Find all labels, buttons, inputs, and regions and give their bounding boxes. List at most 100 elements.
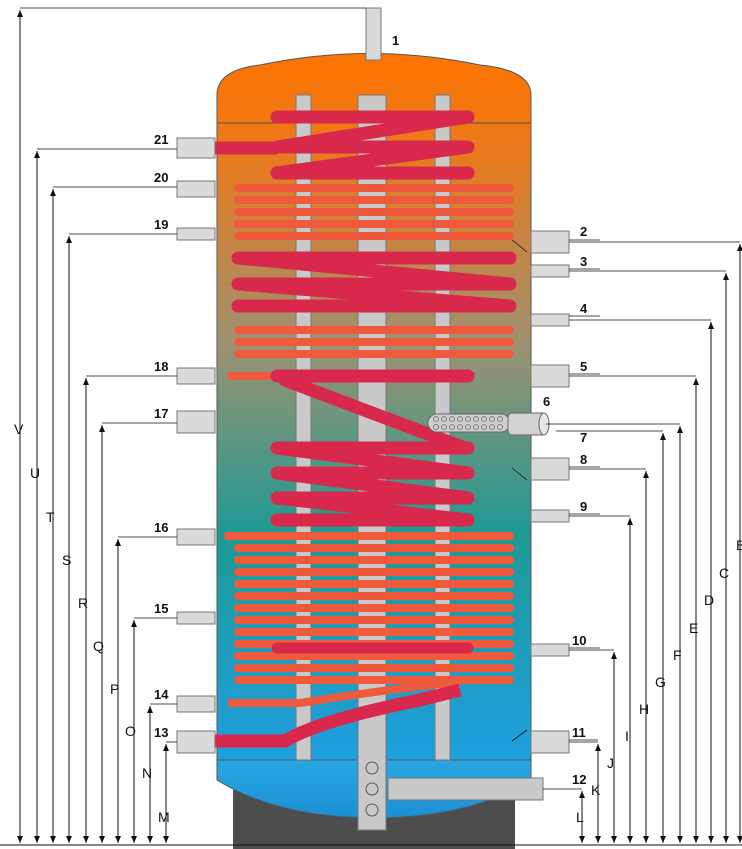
arrowhead-down [693,836,699,843]
drain-hole-3 [365,803,379,817]
label-nozzle-7: 7 [580,430,587,445]
arrowhead-up [163,744,169,751]
arrowhead-up [677,426,683,433]
coil-diagonal [270,369,475,455]
mid-light-coil-band [234,326,514,358]
label-nozzle-13: 13 [154,725,168,740]
label-nozzle-15: 15 [154,601,168,616]
arrowhead-up [595,744,601,751]
label-nozzle-20: 20 [154,170,168,185]
dim-label-B: B [736,537,742,553]
arrowhead-up [708,322,714,329]
dim-label-C: C [719,565,729,581]
nozzle-3 [530,264,570,278]
lower-heat-exchanger-coil [270,441,475,527]
coil-connection-14 [228,678,461,707]
nozzle-21 [176,137,216,159]
arrowhead-down [131,836,137,843]
nozzle-1-top [365,7,382,61]
nozzle-4 [530,313,570,327]
dim-label-V: V [14,421,24,437]
drain-hole-2 [365,782,379,796]
dimension-arrows [0,10,742,846]
lower-light-coil-band [224,532,514,684]
dim-label-I: I [625,728,629,744]
drain-hole-1 [365,761,379,775]
dim-label-E: E [689,620,698,636]
label-nozzle-14: 14 [154,687,169,702]
dim-label-P: P [110,681,119,697]
label-nozzle-18: 18 [154,359,168,374]
arrowhead-down [643,836,649,843]
upper-heat-exchanger-coil [215,110,475,180]
dim-label-M: M [158,809,170,825]
arrowhead-down [34,836,40,843]
arrowhead-down [708,836,714,843]
arrowhead-up [34,151,40,158]
dim-label-U: U [30,465,40,481]
support-rod-left [295,94,312,761]
dim-label-J: J [607,755,614,771]
outlet-pipe-12 [387,777,544,801]
label-nozzle-12: 12 [572,772,586,787]
coil-connection-13 [215,683,462,748]
label-nozzle-8: 8 [580,452,587,467]
arrowhead-down [163,836,169,843]
leader-11 [511,729,528,742]
label-nozzle-9: 9 [580,499,587,514]
mid-heat-exchanger-coil [231,251,517,313]
dimension-letter-labels: B C D E F G H I J K L M N O P Q R S T U … [14,421,742,825]
dim-label-D: D [704,592,714,608]
arrowhead-down [723,836,729,843]
arrowhead-down [17,836,23,843]
arrowhead-up [83,378,89,385]
arrowhead-up [723,273,729,280]
arrowhead-up [693,378,699,385]
dim-label-Q: Q [93,638,104,654]
arrowhead-up [147,706,153,713]
nozzle-20 [176,180,216,198]
nozzle-15 [176,611,216,625]
nozzle-13 [176,730,216,754]
label-nozzle-4: 4 [580,301,588,316]
arrowhead-down [579,836,585,843]
arrowhead-up [737,244,742,251]
arrowhead-up [66,236,72,243]
arrowhead-up [50,189,56,196]
arrowhead-up [627,518,633,525]
nozzle-number-labels: 1 2 3 4 5 6 7 8 9 10 11 12 13 14 15 16 1… [154,33,588,787]
nozzle-9 [530,509,570,523]
nozzle-14 [176,695,216,713]
arrowhead-down [50,836,56,843]
dim-label-S: S [62,552,71,568]
label-nozzle-10: 10 [572,633,586,648]
label-nozzle-6: 6 [543,394,550,409]
nozzle-17 [176,410,216,434]
arrowhead-down [115,836,121,843]
arrowhead-up [115,539,121,546]
arrowhead-down [660,836,666,843]
arrowhead-up [643,471,649,478]
arrowhead-up [579,791,585,798]
arrowhead-down [627,836,633,843]
dim-label-T: T [46,509,55,525]
arrowhead-down [147,836,153,843]
arrowhead-up [611,652,617,659]
nozzle-18 [176,367,216,385]
nozzle-2 [530,230,570,254]
arrowhead-up [17,10,23,17]
label-nozzle-5: 5 [580,359,587,374]
nozzle-11 [530,730,570,754]
dim-label-L: L [576,809,584,825]
label-nozzle-17: 17 [154,406,168,421]
nozzle-5 [530,364,570,388]
leader-8 [511,467,528,481]
label-nozzle-16: 16 [154,520,168,535]
nozzle-8 [530,457,570,481]
arrowhead-up [660,433,666,440]
label-nozzle-1: 1 [392,33,399,48]
nozzle-19 [176,227,216,241]
arrowhead-down [677,836,683,843]
label-nozzle-21: 21 [154,132,168,147]
